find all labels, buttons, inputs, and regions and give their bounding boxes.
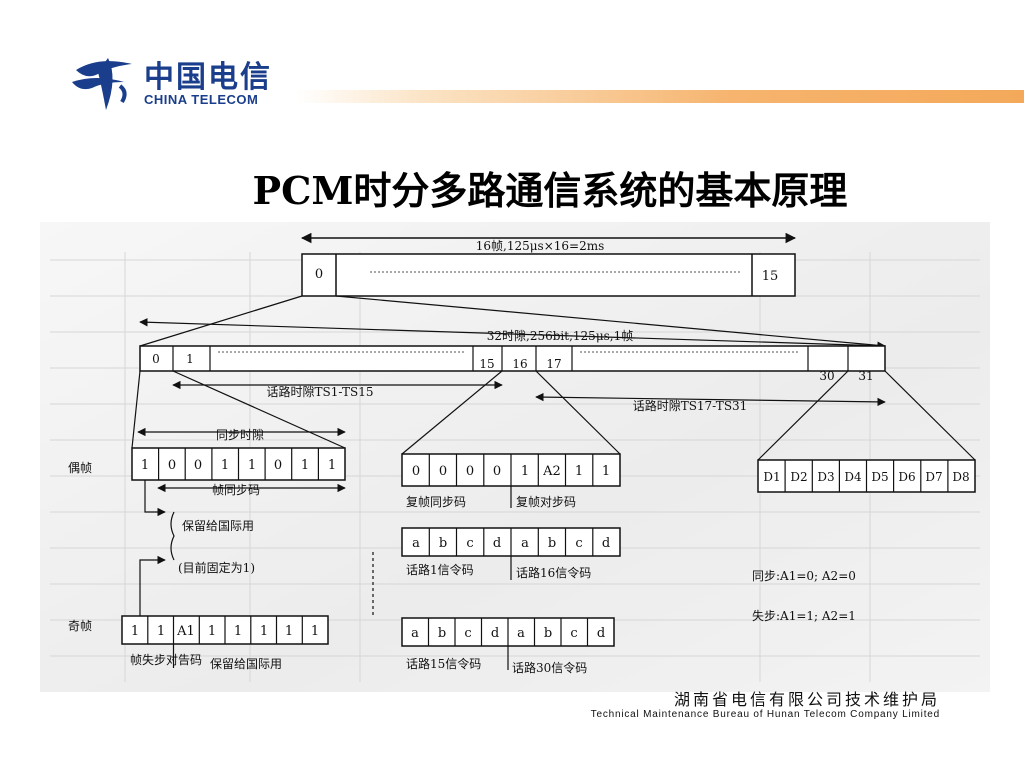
- china-telecom-logo-icon: [72, 58, 132, 110]
- time-slot-1: 1: [186, 352, 194, 366]
- sig1-bit-b: b: [439, 536, 447, 551]
- sig15-bit-a: a: [411, 626, 419, 641]
- time-slot-31: 31: [858, 369, 873, 383]
- even-bit-8: 1: [328, 458, 336, 473]
- sig15-bit-d: d: [491, 626, 499, 641]
- multiframe-label: 16帧,125μs×16=2ms: [476, 239, 605, 253]
- ts17-ts31-arrow: [535, 392, 886, 407]
- sig30-bit-a: a: [517, 626, 525, 641]
- sig1-bit-c: c: [466, 536, 473, 551]
- multiframe-first-frame: 0: [315, 267, 323, 282]
- frame-alarm-label: 帧失步对告码: [130, 652, 202, 667]
- voice-bit-d7: D7: [925, 470, 942, 484]
- sig15-bit-b: b: [438, 626, 446, 641]
- odd-bit-7: 1: [285, 624, 293, 639]
- voice-bit-d3: D3: [817, 470, 834, 484]
- odd-bit-2: 1: [157, 624, 165, 639]
- even-frame-label: 偶帧: [68, 461, 92, 475]
- multiframe-sync-label: 复帧同步码: [406, 495, 466, 509]
- brand-name-en: CHINA TELECOM: [144, 92, 259, 107]
- odd-frame-label: 奇帧: [68, 619, 92, 633]
- odd-reserved-label: 保留给国际用: [210, 657, 282, 671]
- ts16-bit-1: 0: [412, 464, 420, 479]
- footer-org-cn: 湖南省电信有限公司技术维护局: [673, 690, 940, 709]
- time-slot-17: 17: [546, 357, 561, 371]
- sig16-bit-a: a: [521, 536, 529, 551]
- voice-bit-d5: D5: [871, 470, 888, 484]
- sig30-bit-c: c: [570, 626, 577, 641]
- ts1-ts15-label: 话路时隙TS1-TS15: [267, 384, 374, 399]
- time-slot-0: 0: [152, 352, 160, 366]
- sig30-bit-b: b: [544, 626, 552, 641]
- odd-bit-5: 1: [234, 624, 242, 639]
- odd-bit-1: 1: [131, 624, 139, 639]
- reserved-intl-label: 保留给国际用: [182, 519, 254, 533]
- ts16-bit-5: 1: [521, 464, 529, 479]
- odd-bit-6: 1: [260, 624, 268, 639]
- even-bit-6: 0: [274, 458, 282, 473]
- frame-sync-label: 帧同步码: [212, 483, 260, 497]
- voice-bit-d1: D1: [763, 470, 780, 484]
- voice1-signal-label: 话路1信令码: [406, 562, 474, 577]
- frame-label: 32时隙,256bit,125μs,1帧: [487, 329, 633, 343]
- multiframe-align-label: 复帧对步码: [516, 495, 576, 509]
- sig30-bit-d: d: [597, 626, 605, 641]
- even-bit-4: 1: [221, 458, 229, 473]
- pcm-frame-diagram: 16帧,125μs×16=2ms 0 15 32时隙,256bit,125μs,…: [50, 232, 980, 682]
- frame-span-arrow: [139, 318, 886, 350]
- voice15-signal-label: 话路15信令码: [406, 656, 481, 671]
- sig16-bit-c: c: [575, 536, 582, 551]
- time-slot-30: 30: [819, 369, 834, 383]
- sync-state-text: 同步:A1=0; A2=0: [752, 569, 856, 583]
- slide-title: PCM时分多路通信系统的基本原理: [252, 168, 848, 213]
- voice-bit-d6: D6: [898, 470, 915, 484]
- sig16-bit-d: d: [602, 536, 610, 551]
- voice30-signal-label: 话路30信令码: [512, 660, 587, 675]
- even-bit-2: 0: [168, 458, 176, 473]
- odd-bit-4: 1: [208, 624, 216, 639]
- voice-bit-d4: D4: [844, 470, 862, 484]
- diagram-scan: 16帧,125μs×16=2ms 0 15 32时隙,256bit,125μs,…: [40, 222, 990, 692]
- sig15-bit-c: c: [464, 626, 471, 641]
- time-slot-15: 15: [479, 357, 494, 371]
- ts16-bit-7: 1: [575, 464, 583, 479]
- fixed-note: (目前固定为1): [178, 560, 255, 575]
- sig16-bit-b: b: [548, 536, 556, 551]
- even-bit-5: 1: [248, 458, 256, 473]
- even-bit-7: 1: [301, 458, 309, 473]
- voice-bit-d2: D2: [790, 470, 807, 484]
- brand-name-cn: 中国电信: [144, 60, 272, 95]
- time-slot-16: 16: [512, 357, 527, 371]
- even-bit-1: 1: [141, 458, 149, 473]
- sync-slot-label: 同步时隙: [216, 428, 264, 442]
- ts16-bit-a2: A2: [542, 464, 561, 479]
- voice-bit-d8: D8: [952, 470, 969, 484]
- footer-org-en: Technical Maintenance Bureau of Hunan Te…: [590, 709, 940, 720]
- multiframe-box: [301, 253, 796, 297]
- loss-state-text: 失步:A1=1; A2=1: [752, 608, 856, 623]
- odd-bit-a1: A1: [176, 624, 195, 639]
- ts16-bit-3: 0: [466, 464, 474, 479]
- ts16-bit-4: 0: [493, 464, 501, 479]
- ts16-bit-8: 1: [602, 464, 610, 479]
- sig1-bit-d: d: [493, 536, 501, 551]
- ts17-ts31-label: 话路时隙TS17-TS31: [633, 398, 748, 413]
- china-telecom-logo: 中国电信 CHINA TELECOM: [68, 48, 278, 114]
- even-bit-3: 0: [194, 458, 202, 473]
- ts16-bit-2: 0: [439, 464, 447, 479]
- header-accent-bar: [296, 90, 1024, 103]
- multiframe-last-frame: 15: [762, 269, 779, 284]
- frame-box: [139, 345, 886, 372]
- sig1-bit-a: a: [412, 536, 420, 551]
- voice16-signal-label: 话路16信令码: [516, 565, 591, 580]
- odd-bit-8: 1: [311, 624, 319, 639]
